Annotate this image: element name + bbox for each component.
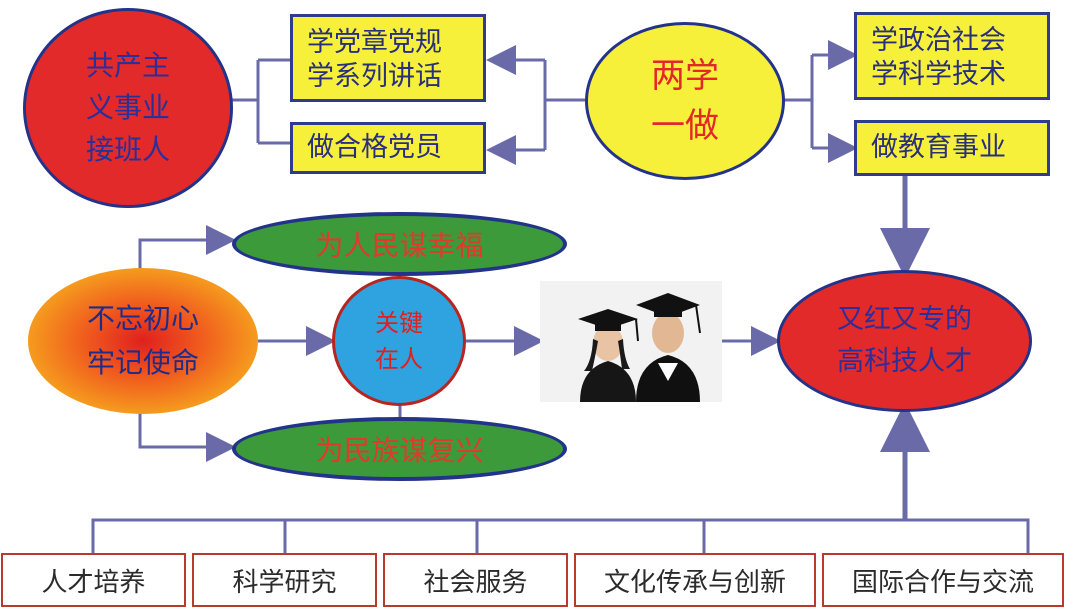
talent-oval: 又红又专的 高科技人才 [777, 270, 1032, 412]
rejuvenation-label: 为民族谋复兴 [315, 434, 484, 467]
study-party-line-1: 学党章党规 [307, 27, 442, 58]
education-box: 做教育事业 [854, 120, 1050, 176]
key-line-2: 在人 [375, 345, 423, 373]
social-service-label: 社会服务 [423, 567, 528, 598]
two-studies-line-1: 两学 [651, 56, 719, 96]
mission-line-2: 牢记使命 [86, 346, 199, 379]
successor-line-1: 共产主 [85, 49, 170, 82]
talent-line-1: 又红又专的 [837, 304, 972, 335]
bottom-box-talent-training: 人才培养 [1, 553, 186, 607]
key-line-1: 关键 [375, 309, 423, 337]
international-cooperation-label: 国际合作与交流 [851, 567, 1034, 598]
bottom-box-culture-inheritance: 文化传承与创新 [574, 553, 816, 607]
graduates-photo [540, 281, 722, 402]
study-science-line-1: 学政治社会 [871, 25, 1006, 56]
successor-line-2: 义事业 [85, 91, 170, 124]
talent-line-2: 高科技人才 [837, 346, 972, 377]
study-party-line-2: 学系列讲话 [307, 61, 442, 92]
qualified-member-label: 做合格党员 [307, 132, 442, 163]
happiness-oval: 为人民谋幸福 [232, 212, 567, 276]
communist-successor-circle: 共产主 义事业 接班人 [23, 8, 233, 208]
happiness-label: 为人民谋幸福 [315, 229, 484, 262]
mission-circle: 不忘初心 牢记使命 [28, 268, 258, 414]
bottom-box-international-cooperation: 国际合作与交流 [822, 553, 1064, 607]
culture-inheritance-label: 文化传承与创新 [603, 567, 786, 598]
qualified-member-box: 做合格党员 [290, 122, 486, 174]
scientific-research-label: 科学研究 [232, 567, 337, 598]
graduates-illustration-icon [578, 293, 701, 402]
key-people-circle: 关键 在人 [332, 276, 466, 406]
rejuvenation-oval: 为民族谋复兴 [232, 417, 567, 481]
study-party-box: 学党章党规 学系列讲话 [290, 14, 486, 102]
talent-training-label: 人才培养 [41, 567, 146, 598]
two-studies-one-do-circle: 两学 一做 [585, 22, 785, 180]
bottom-box-scientific-research: 科学研究 [192, 553, 377, 607]
successor-line-3: 接班人 [85, 133, 170, 166]
two-studies-line-2: 一做 [651, 106, 719, 146]
bottom-box-social-service: 社会服务 [383, 553, 568, 607]
study-science-box: 学政治社会 学科学技术 [854, 12, 1050, 100]
mission-line-1: 不忘初心 [86, 302, 199, 335]
education-label: 做教育事业 [871, 132, 1006, 163]
study-science-line-2: 学科学技术 [871, 59, 1006, 90]
